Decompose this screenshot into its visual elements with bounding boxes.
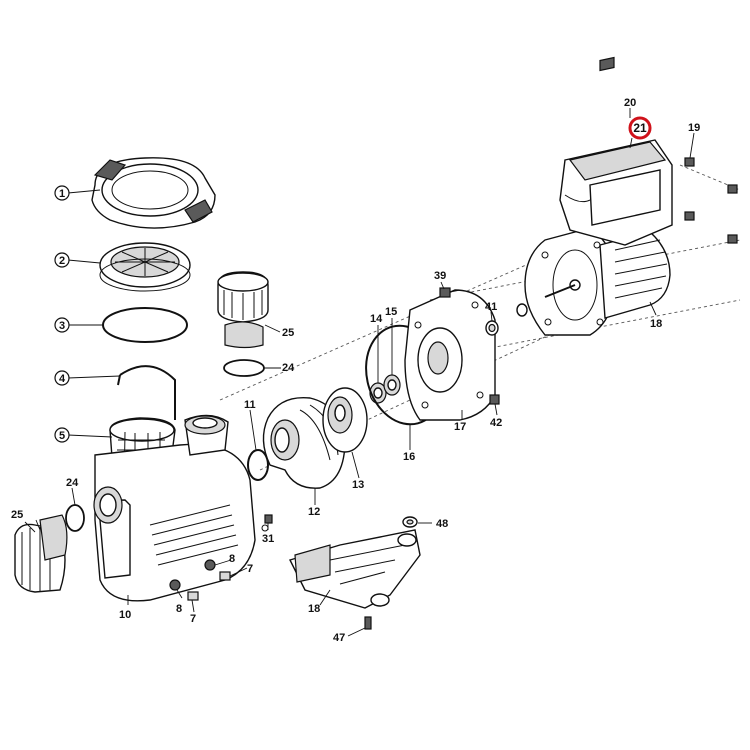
callout-2: 2 — [54, 252, 70, 268]
callout-labels: 1 2 3 4 5 7 7 8 8 10 11 12 13 14 15 16 1… — [11, 97, 700, 644]
callout-31: 31 — [262, 533, 274, 545]
callout-7b: 7 — [190, 613, 196, 625]
leader-lines — [24, 108, 695, 637]
svg-text:5: 5 — [59, 430, 65, 442]
callout-18-stand: 18 — [308, 603, 320, 615]
part-drain-plugs — [169, 514, 273, 601]
callout-17: 17 — [454, 421, 466, 433]
part-o-ring-11 — [247, 449, 269, 481]
callout-19: 19 — [688, 122, 700, 134]
callout-11: 11 — [244, 399, 256, 411]
part-impeller — [322, 387, 368, 453]
callout-25-top: 25 — [282, 327, 294, 339]
svg-text:3: 3 — [59, 320, 65, 332]
part-motor — [524, 227, 671, 336]
callout-14: 14 — [370, 313, 383, 325]
callout-24-top: 24 — [282, 362, 295, 374]
callout-25-left: 25 — [11, 509, 23, 521]
svg-text:4: 4 — [59, 373, 66, 385]
part-stand — [289, 529, 421, 609]
callout-41: 41 — [485, 301, 497, 313]
callout-24-left: 24 — [66, 477, 79, 489]
callout-5: 5 — [54, 427, 70, 443]
part-screws-19 — [684, 157, 738, 244]
highlight-ring — [628, 116, 652, 140]
part-o-ring-3 — [102, 307, 188, 343]
svg-text:21: 21 — [633, 121, 647, 135]
callout-7a: 7 — [247, 563, 253, 575]
callout-48: 48 — [436, 518, 448, 530]
callout-12: 12 — [308, 506, 320, 518]
callout-20: 20 — [624, 97, 636, 109]
callout-18-motor: 18 — [650, 318, 662, 330]
part-seal-plate — [404, 289, 496, 421]
svg-text:1: 1 — [59, 188, 65, 200]
part-union-left — [14, 504, 85, 593]
part-pump-body — [93, 414, 256, 602]
svg-text:2: 2 — [59, 255, 65, 267]
callout-3: 3 — [54, 317, 70, 333]
callout-1: 1 — [54, 185, 70, 201]
callout-42: 42 — [490, 417, 502, 429]
part-clip — [117, 365, 176, 420]
callout-47: 47 — [333, 632, 345, 644]
callout-4: 4 — [54, 370, 70, 386]
callout-10: 10 — [119, 609, 131, 621]
callout-8b: 8 — [176, 603, 182, 615]
part-controller — [559, 56, 673, 246]
callout-16: 16 — [403, 451, 415, 463]
callout-8a: 8 — [229, 553, 235, 565]
callout-21-highlighted: 21 — [628, 116, 652, 140]
part-lid — [91, 157, 216, 229]
part-cover-ring — [99, 242, 191, 292]
callout-39: 39 — [434, 270, 446, 282]
callout-15: 15 — [385, 306, 397, 318]
part-bolts-plate — [439, 287, 528, 405]
callout-13: 13 — [352, 479, 364, 491]
part-union-top — [217, 271, 269, 377]
